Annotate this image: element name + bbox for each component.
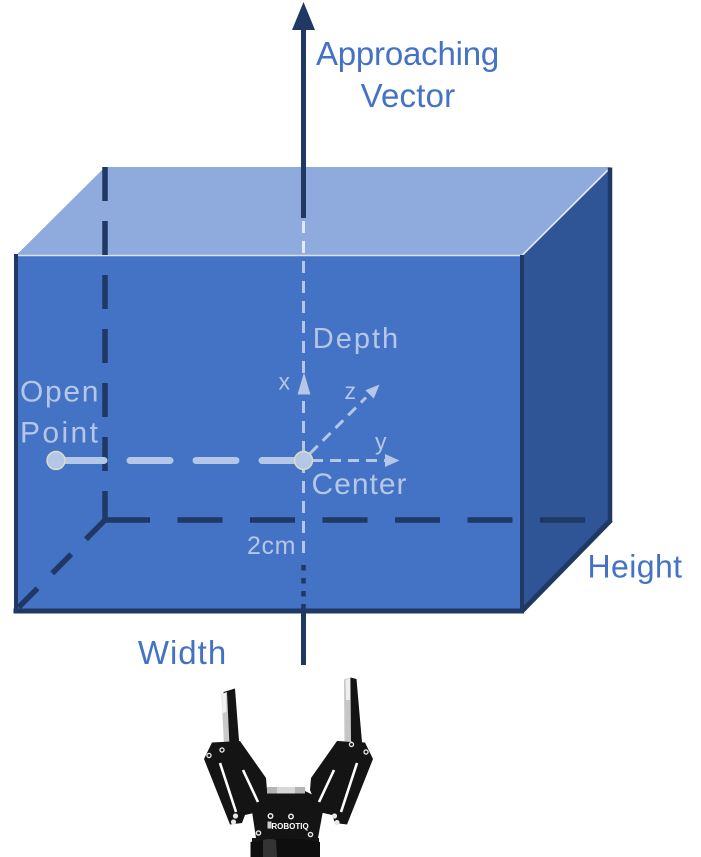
svg-text:Open: Open [20,376,100,409]
svg-text:Width: Width [138,634,227,671]
svg-text:2cm: 2cm [247,532,296,560]
svg-text:Center: Center [311,468,407,501]
svg-text:y: y [375,429,387,455]
svg-text:Height: Height [588,549,683,585]
svg-text:Vector: Vector [361,77,456,114]
svg-text:ROBOTIQ: ROBOTIQ [271,822,308,831]
svg-text:x: x [279,369,291,395]
svg-text:Depth: Depth [313,323,400,355]
svg-text:z: z [345,378,357,404]
svg-text:Point: Point [20,417,100,450]
svg-text:Approaching: Approaching [316,35,499,72]
